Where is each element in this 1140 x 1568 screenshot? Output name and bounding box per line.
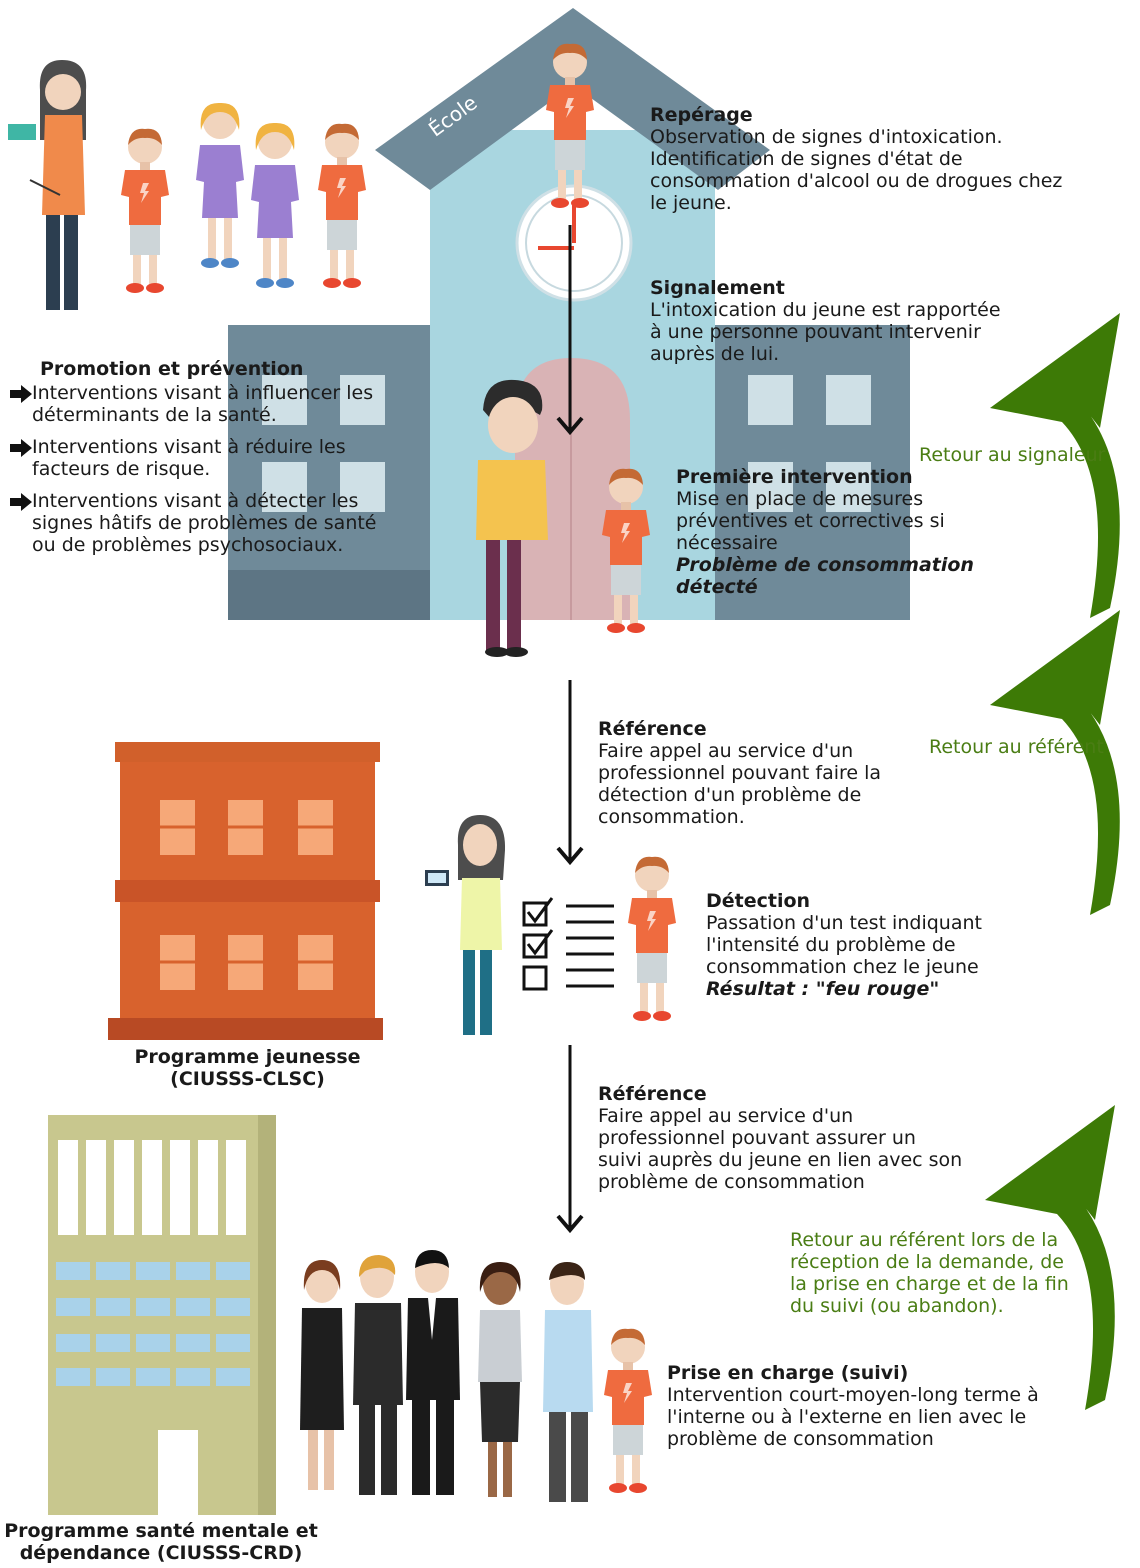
- premiere-result: détecté: [676, 576, 758, 598]
- prise-line: problème de consommation: [667, 1428, 934, 1450]
- promotion-item-line: signes hâtifs de problèmes de santé: [32, 512, 377, 534]
- reference2-line: problème de consommation: [598, 1171, 865, 1193]
- detection-result: Résultat : "feu rouge": [706, 978, 940, 1000]
- reference1-line: détection d'un problème de: [598, 784, 862, 806]
- promotion-block: Promotion et prévention Interventions vi…: [10, 358, 430, 556]
- premiere-result: Problème de consommation: [676, 554, 974, 576]
- retour-referent-long-line: du suivi (ou abandon).: [790, 1295, 1004, 1317]
- retour-referent-long-line: Retour au référent lors de la: [790, 1229, 1059, 1251]
- promotion-item-line: facteurs de risque.: [32, 458, 211, 480]
- premiere-line: nécessaire: [676, 532, 778, 554]
- reperage-line: le jeune.: [650, 192, 732, 214]
- program-jeunesse-line: (CIUSSS-CLSC): [170, 1068, 325, 1090]
- detection-line: l'intensité du problème de: [706, 934, 956, 956]
- signalement-line: L'intoxication du jeune est rapportée: [650, 299, 1001, 321]
- reference1-line: Faire appel au service d'un: [598, 740, 854, 762]
- promotion-item-line: déterminants de la santé.: [32, 404, 277, 426]
- retour-referent-long-line: réception de la demande, de: [790, 1251, 1064, 1273]
- reference2-title: Référence: [598, 1083, 707, 1105]
- reperage-line: Identification de signes d'état de: [650, 148, 963, 170]
- retour-referent-label: Retour au référent: [929, 736, 1104, 758]
- detection-block: Détection Passation d'un test indiquant …: [706, 890, 1026, 1000]
- reference2-line: professionnel pouvant assurer un: [598, 1127, 916, 1149]
- reference1-block: Référence Faire appel au service d'un pr…: [598, 718, 908, 828]
- program-jeunesse-label: Programme jeunesse (CIUSSS-CLSC): [110, 1046, 385, 1090]
- signalement-title: Signalement: [650, 277, 785, 299]
- detection-line: consommation chez le jeune: [706, 956, 979, 978]
- retour-referent-long-line: la prise en charge et de la fin: [790, 1273, 1069, 1295]
- reperage-line: Observation de signes d'intoxication.: [650, 126, 1003, 148]
- prise-block: Prise en charge (suivi) Intervention cou…: [667, 1362, 1087, 1450]
- promotion-item-line: Interventions visant à réduire les: [32, 436, 346, 458]
- program-jeunesse-line: Programme jeunesse: [134, 1046, 361, 1068]
- arrow-right-icon: [10, 493, 32, 511]
- program-sante-label: Programme santé mentale et dépendance (C…: [0, 1520, 322, 1564]
- program-sante-line: dépendance (CIUSSS-CRD): [19, 1542, 303, 1564]
- reperage-line: consommation d'alcool ou de drogues chez: [650, 170, 1063, 192]
- signalement-line: à une personne pouvant intervenir: [650, 321, 981, 343]
- signalement-block: Signalement L'intoxication du jeune est …: [650, 277, 1050, 365]
- signalement-line: auprès de lui.: [650, 343, 780, 365]
- promotion-item-line: Interventions visant à influencer les: [32, 382, 374, 404]
- reference1-title: Référence: [598, 718, 707, 740]
- promotion-item-line: ou de problèmes psychosociaux.: [32, 534, 344, 556]
- prise-line: Intervention court-moyen-long terme à: [667, 1384, 1039, 1406]
- prise-title: Prise en charge (suivi): [667, 1362, 909, 1384]
- reference2-block: Référence Faire appel au service d'un pr…: [598, 1083, 978, 1193]
- promotion-item-line: Interventions visant à détecter les: [32, 490, 359, 512]
- premiere-line: Mise en place de mesures: [676, 488, 924, 510]
- premiere-block: Première intervention Mise en place de m…: [676, 466, 976, 598]
- reference1-line: professionnel pouvant faire la: [598, 762, 882, 784]
- promotion-title: Promotion et prévention: [40, 358, 304, 380]
- retour-referent-long-label: Retour au référent lors de la réception …: [790, 1229, 1090, 1317]
- program-sante-line: Programme santé mentale et: [4, 1520, 318, 1542]
- reference2-line: Faire appel au service d'un: [598, 1105, 854, 1127]
- premiere-line: préventives et correctives si: [676, 510, 945, 532]
- prise-line: l'interne ou à l'externe en lien avec le: [667, 1406, 1027, 1428]
- reference2-line: suivi auprès du jeune en lien avec son: [598, 1149, 963, 1171]
- reperage-title: Repérage: [650, 104, 753, 126]
- arrow-right-icon: [10, 439, 32, 457]
- retour-signaleur-label: Retour au signaleur: [919, 444, 1106, 466]
- detection-line: Passation d'un test indiquant: [706, 912, 982, 934]
- reference1-line: consommation.: [598, 806, 745, 828]
- detection-title: Détection: [706, 890, 811, 912]
- reperage-block: Repérage Observation de signes d'intoxic…: [650, 104, 1110, 214]
- premiere-title: Première intervention: [676, 466, 913, 488]
- arrow-right-icon: [10, 385, 32, 403]
